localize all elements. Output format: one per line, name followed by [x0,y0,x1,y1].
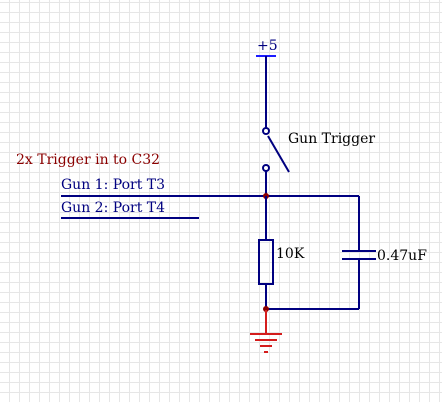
resistor-body [258,239,274,285]
junction-bottom [263,306,269,312]
ground-symbol [250,310,282,353]
resistor-symbol: 10K [258,239,305,285]
supply-label: +5 [257,38,278,54]
resistor-label: 10K [276,246,305,262]
input-2-label: Gun 2: Port T4 [61,200,165,216]
power-supply-symbol: +5 [256,38,278,57]
capacitor-symbol: 0.47uF [342,248,427,264]
capacitor-label: 0.47uF [377,248,427,264]
gun-trigger-switch: Gun Trigger [262,127,375,173]
input-1-label: Gun 1: Port T3 [61,177,165,193]
switch-lever [267,135,290,173]
section-title: 2x Trigger in to C32 [16,152,160,168]
switch-bottom-contact [262,164,270,172]
switch-label: Gun Trigger [288,131,375,147]
switch-top-contact [262,127,270,135]
